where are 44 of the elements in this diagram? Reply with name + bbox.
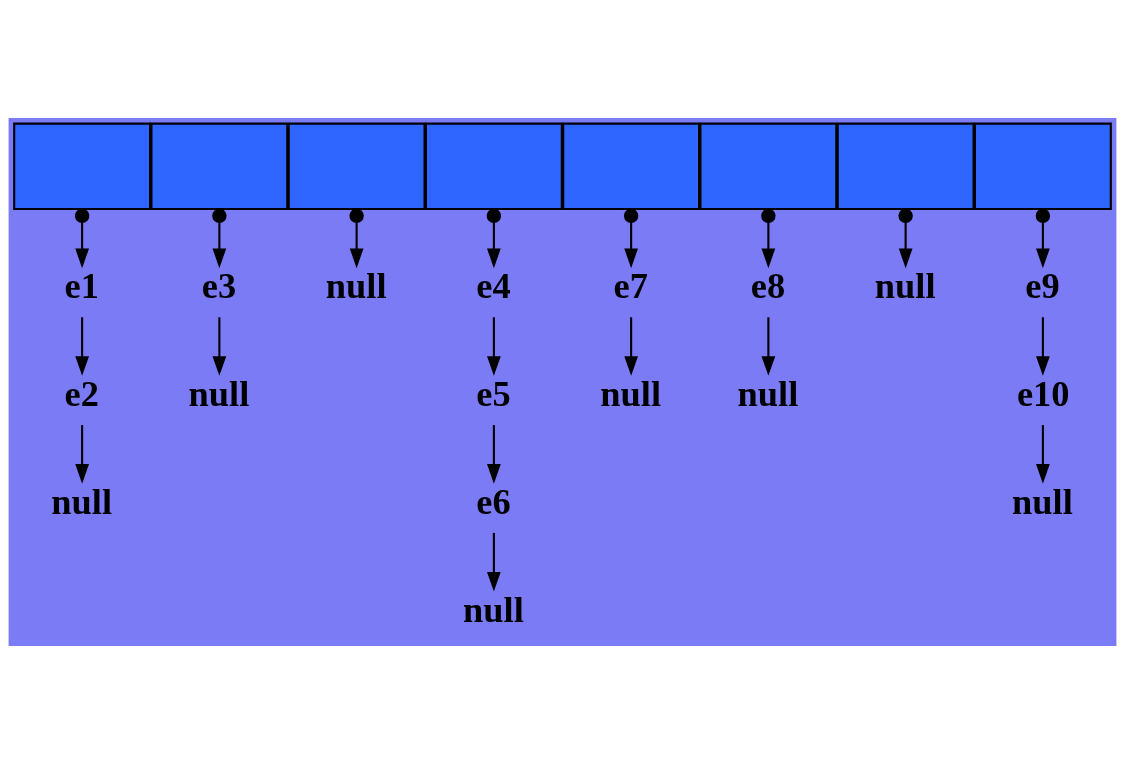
node-box xyxy=(13,122,152,211)
arrow xyxy=(1036,317,1050,376)
node-text: e4 xyxy=(476,266,511,307)
node-text: null xyxy=(1012,482,1073,523)
arrow xyxy=(212,317,227,376)
arrow xyxy=(487,317,501,376)
arrow xyxy=(212,208,227,269)
node-box xyxy=(150,122,289,211)
arrow xyxy=(761,317,776,376)
node-box xyxy=(973,122,1112,211)
arrow xyxy=(349,208,364,269)
node-text: null xyxy=(600,374,662,415)
arrow xyxy=(75,425,89,484)
node-text: e9 xyxy=(1025,266,1060,307)
arrow xyxy=(487,532,501,592)
arrow xyxy=(487,425,501,484)
node-text: e8 xyxy=(750,266,786,307)
node-text: e7 xyxy=(613,266,648,307)
arrow xyxy=(74,208,90,269)
node-box xyxy=(287,122,426,211)
arrow xyxy=(486,208,502,269)
node-text: e6 xyxy=(476,482,511,523)
node-text: null xyxy=(874,266,936,307)
arrow xyxy=(1035,208,1051,269)
node-text: e10 xyxy=(1016,374,1070,415)
node-text: null xyxy=(188,374,250,415)
node-box xyxy=(699,122,838,211)
arrow xyxy=(75,317,89,376)
node-box xyxy=(562,122,701,211)
node-box xyxy=(424,122,563,211)
node-text: null xyxy=(325,266,387,307)
node-box xyxy=(836,122,975,211)
node-text: null xyxy=(51,482,113,523)
arrow xyxy=(1036,425,1050,484)
node-text: null xyxy=(737,374,799,415)
arrow xyxy=(624,317,638,376)
node-text: null xyxy=(463,589,524,630)
node-text: e2 xyxy=(64,374,99,415)
arrow xyxy=(623,208,639,269)
node-text: e5 xyxy=(476,374,511,415)
node-text: e1 xyxy=(64,266,99,307)
arrow xyxy=(898,208,913,269)
arrow xyxy=(761,208,776,269)
node-text: e3 xyxy=(201,266,237,307)
